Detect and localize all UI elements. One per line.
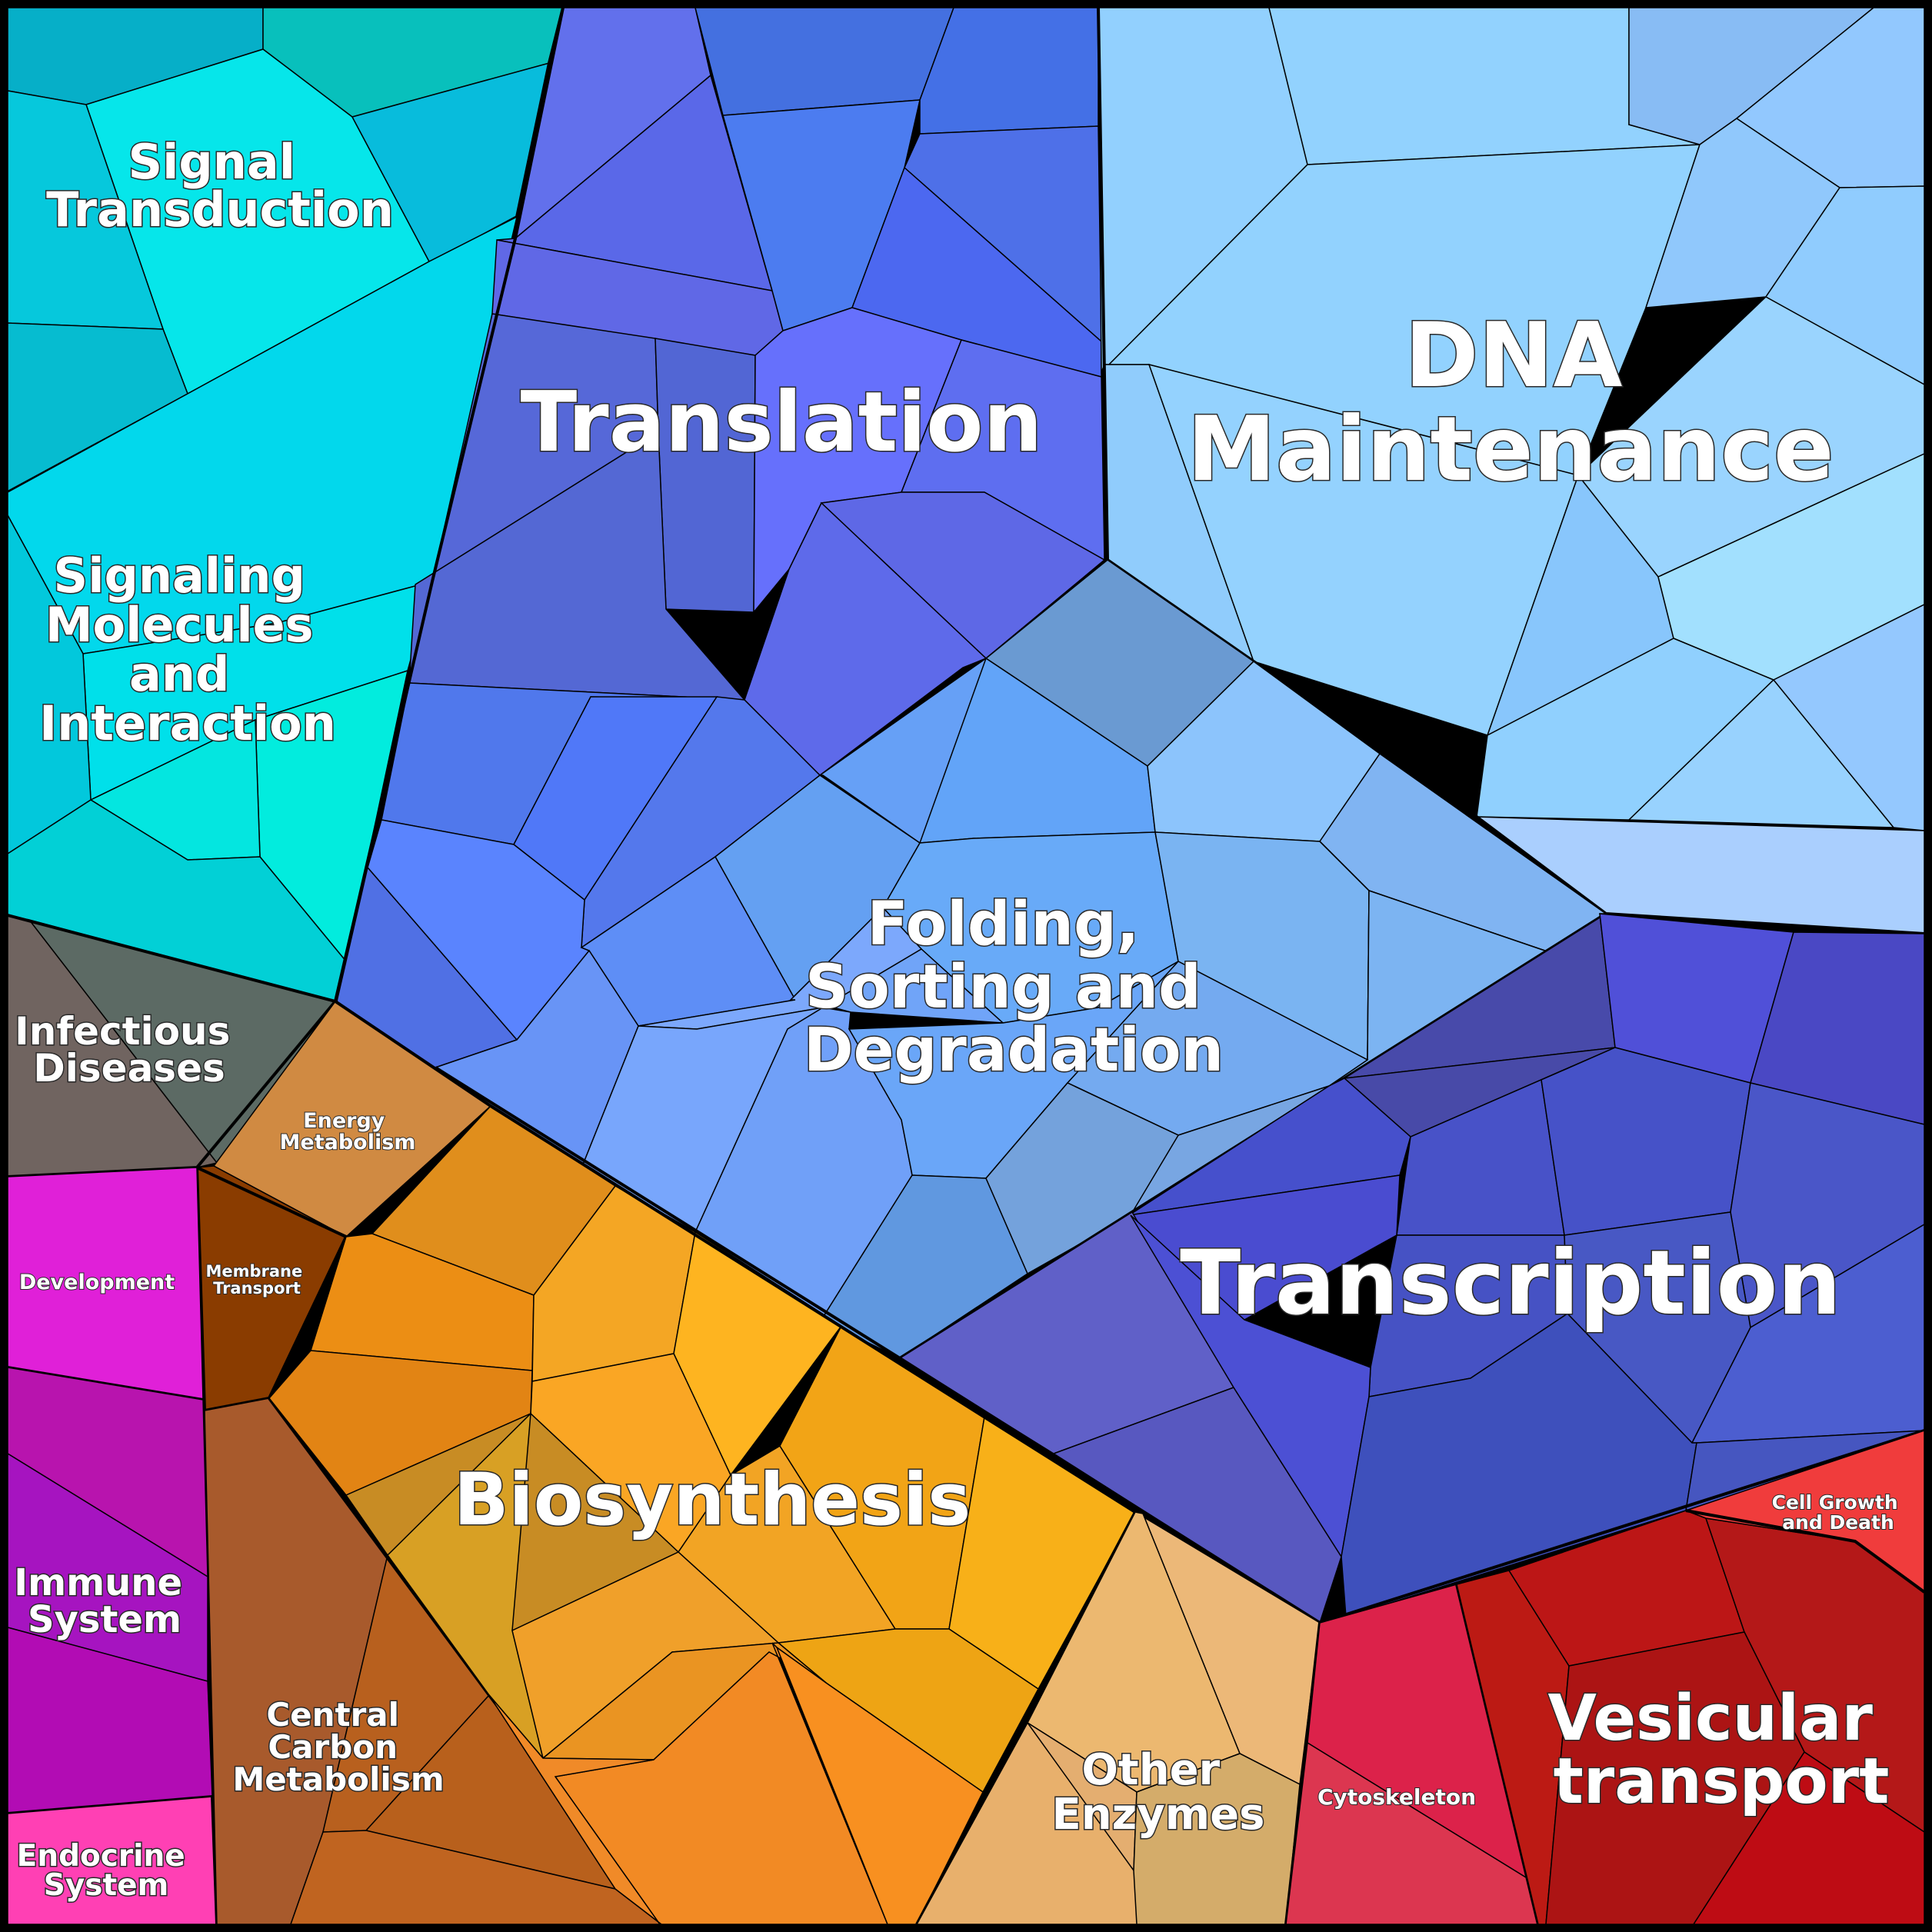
label-central-carbon: Central Carbon Metabolism xyxy=(232,1696,444,1798)
label-membrane-transport: Membrane Transport xyxy=(205,1262,308,1297)
label-signaling-molecules: Signaling Molecules and Interaction xyxy=(39,548,336,751)
label-transcription: Transcription xyxy=(1180,1231,1841,1335)
label-cytoskeleton: Cytoskeleton xyxy=(1317,1784,1476,1810)
region-immune-system[interactable] xyxy=(7,1367,213,1815)
region-infectious-diseases[interactable] xyxy=(7,914,338,1178)
label-signal-transduction: Signal Transduction xyxy=(46,134,394,238)
label-translation: Translation xyxy=(521,375,1043,471)
label-dna-maintenance: DNA Maintenance xyxy=(1187,304,1834,501)
label-biosynthesis: Biosynthesis xyxy=(454,1458,971,1542)
label-endocrine-system: Endocrine System xyxy=(17,1839,196,1903)
label-energy-metabolism: Energy Metabolism xyxy=(280,1109,416,1154)
label-cell-growth: Cell Growth and Death xyxy=(1772,1491,1905,1534)
label-other-enzymes: Other Enzymes xyxy=(1052,1745,1265,1840)
label-immune-system: Immune System xyxy=(14,1561,195,1641)
region-biosynthesis[interactable] xyxy=(268,1104,1138,1925)
region-signaling-molecules[interactable] xyxy=(7,215,518,1002)
region-folding[interactable] xyxy=(434,559,1607,1361)
region-other-enzymes[interactable] xyxy=(915,1511,1321,1925)
region-transcription[interactable] xyxy=(898,913,1925,1625)
region-cell-growth[interactable] xyxy=(1684,1429,1926,1594)
region-translation[interactable] xyxy=(334,7,1106,1068)
label-development: Development xyxy=(19,1271,175,1294)
region-labels: Signal Transduction Signaling Molecules … xyxy=(13,133,1905,1904)
label-vesicular-transport: Vesicular transport xyxy=(1548,1682,1895,1818)
label-infectious-diseases: Infectious Diseases xyxy=(15,1009,244,1091)
region-signal-transduction[interactable] xyxy=(7,7,565,494)
label-folding: Folding, Sorting and Degradation xyxy=(804,890,1224,1085)
region-vesicular-transport[interactable] xyxy=(1456,1510,1925,1925)
region-dna-maintenance[interactable] xyxy=(1097,7,1925,935)
